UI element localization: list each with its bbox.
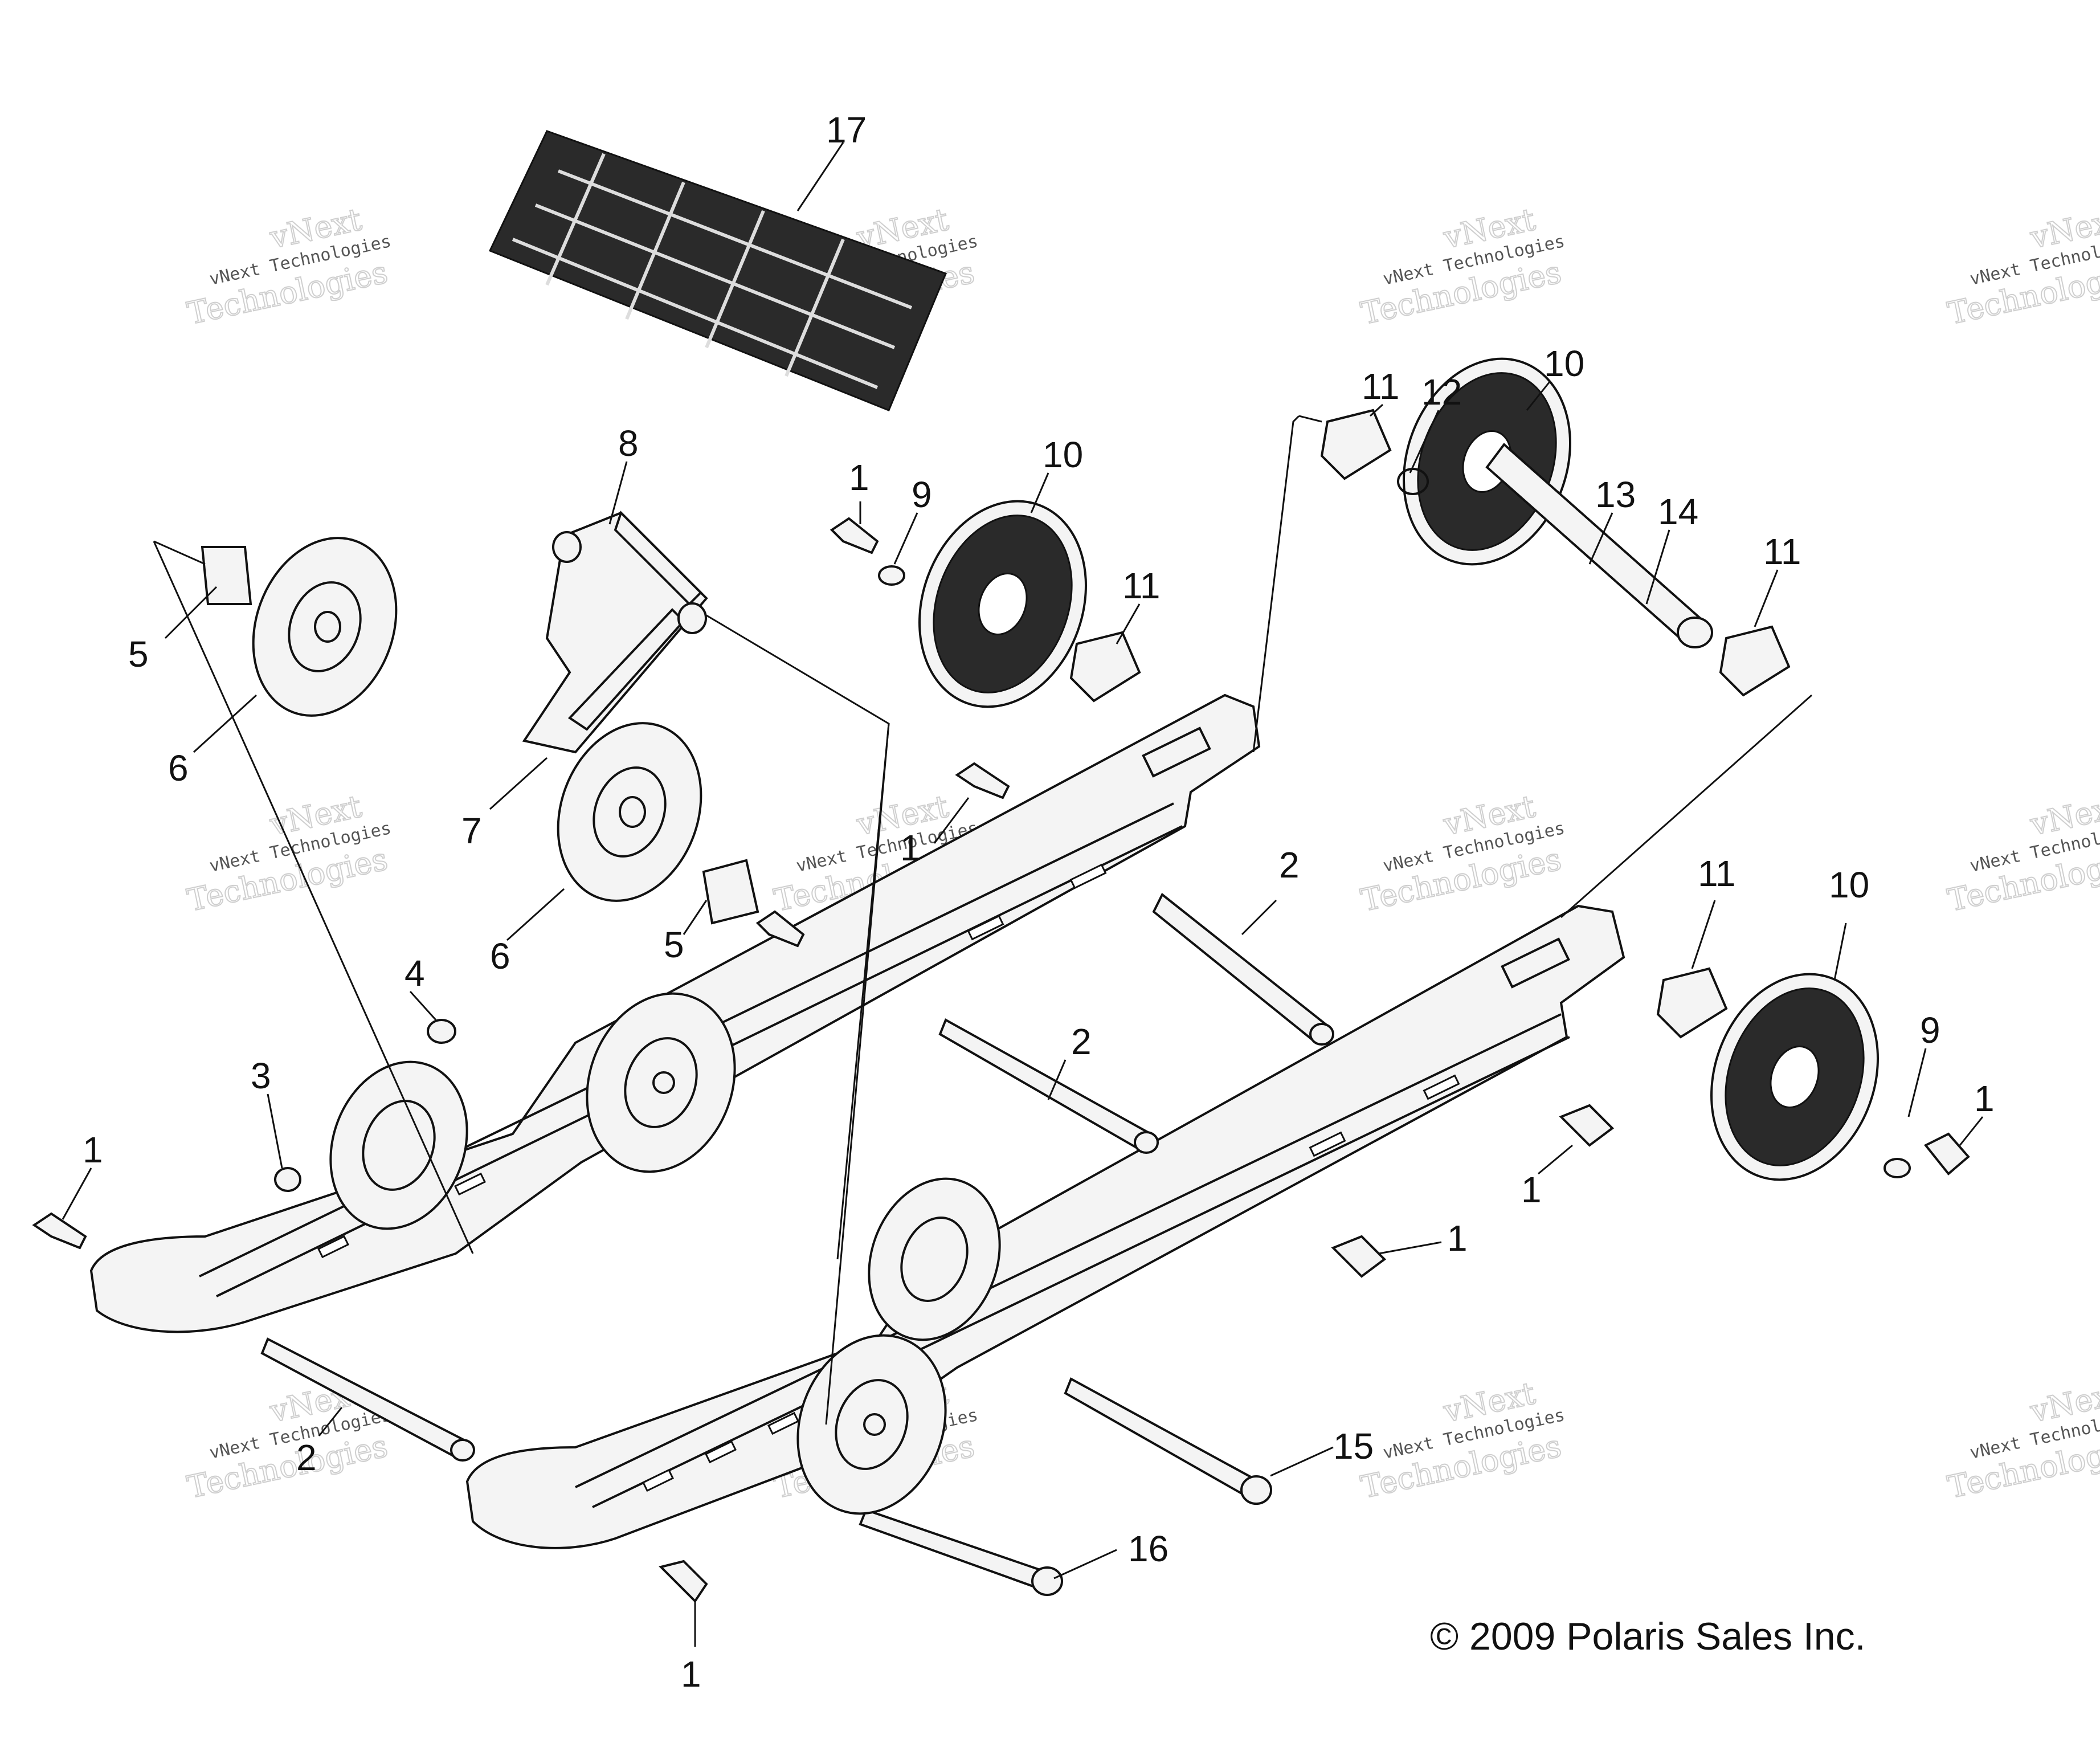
part-17-track-pad — [488, 130, 947, 411]
callout-1: 1 — [849, 457, 869, 498]
cross-shafts — [260, 892, 1334, 1596]
callout-11: 11 — [1763, 531, 1801, 572]
callout-13: 13 — [1595, 474, 1636, 515]
callout-5: 5 — [128, 634, 149, 675]
callout-11: 11 — [1122, 565, 1160, 606]
callout-17: 17 — [826, 109, 867, 150]
callout-labels: 17 11 12 10 8 1 9 10 13 14 11 11 5 6 7 1… — [83, 109, 1995, 1695]
wheel-caps — [1069, 409, 1791, 1039]
callout-10: 10 — [1043, 434, 1083, 475]
callout-1: 1 — [1974, 1078, 1995, 1119]
callout-5: 5 — [664, 924, 684, 965]
fasteners — [32, 517, 1970, 1603]
callout-10: 10 — [1829, 864, 1869, 905]
idler-wheels — [918, 357, 1879, 1181]
idler-wheel-10-top-right — [1403, 357, 1571, 566]
callout-6: 6 — [490, 936, 510, 977]
rail-wheels — [329, 992, 1001, 1515]
right-rail — [465, 904, 1625, 1549]
leader-lines — [62, 142, 1984, 1647]
callout-6: 6 — [168, 748, 189, 789]
callout-1: 1 — [900, 827, 921, 868]
callout-7: 7 — [461, 810, 482, 851]
callout-14: 14 — [1658, 491, 1698, 532]
callout-8: 8 — [618, 423, 639, 464]
front-wheel-6-lower — [557, 722, 702, 902]
callout-9: 9 — [912, 474, 932, 515]
rail-wheel-left-2 — [586, 992, 736, 1173]
callout-1: 1 — [1447, 1218, 1468, 1259]
callout-3: 3 — [251, 1055, 271, 1096]
callout-2: 2 — [1071, 1021, 1092, 1062]
callout-16: 16 — [1128, 1528, 1169, 1569]
copyright-text: © 2009 Polaris Sales Inc. — [1430, 1615, 1866, 1658]
callout-2: 2 — [296, 1437, 317, 1478]
callout-1: 1 — [1521, 1169, 1542, 1210]
callout-10: 10 — [1544, 343, 1584, 384]
callout-1: 1 — [681, 1654, 701, 1695]
callout-2: 2 — [1279, 844, 1300, 885]
callout-11: 11 — [1362, 366, 1399, 407]
callout-12: 12 — [1421, 372, 1462, 413]
front-arm-assembly — [201, 511, 759, 925]
callout-9: 9 — [1920, 1010, 1940, 1051]
rail-wheel-right-1 — [868, 1177, 1001, 1341]
rail-wheel-right-2 — [796, 1334, 947, 1515]
callout-15: 15 — [1333, 1426, 1374, 1467]
callout-11: 11 — [1698, 853, 1735, 894]
callout-1: 1 — [83, 1129, 103, 1170]
idler-wheel-10-center — [918, 500, 1087, 708]
idler-wheel-10-right — [1710, 973, 1879, 1181]
front-wheel-6-upper — [252, 537, 398, 717]
callout-4: 4 — [405, 953, 425, 994]
rail-wheel-left-1 — [329, 1060, 468, 1230]
